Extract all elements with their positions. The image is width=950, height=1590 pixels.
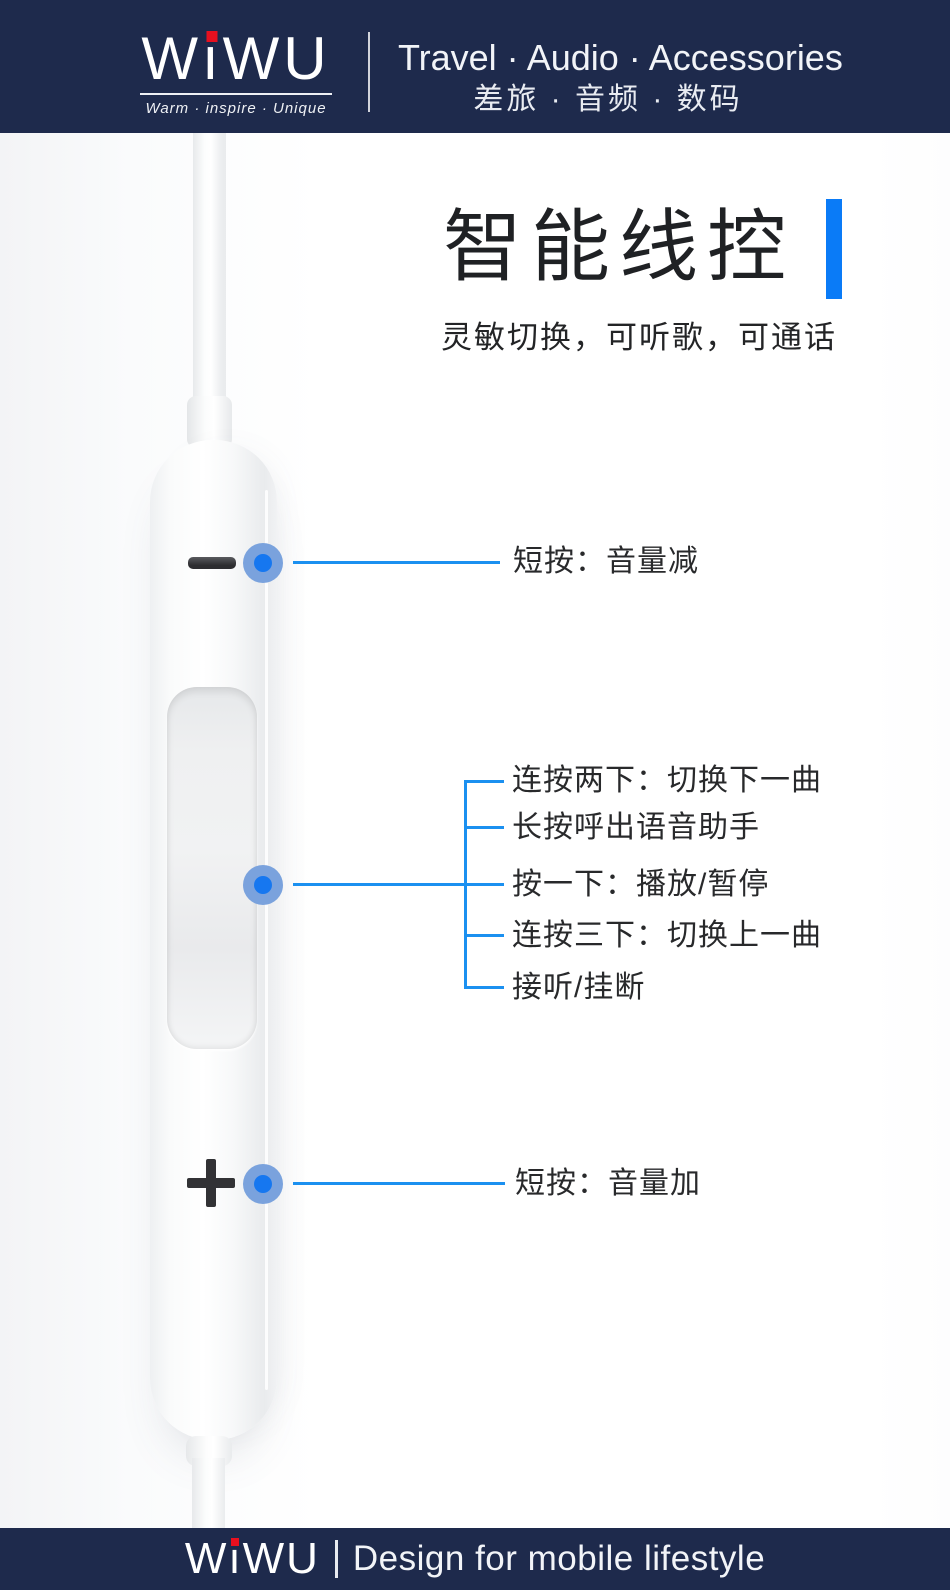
callout-branch (464, 780, 504, 783)
logo-tagline: Warm · inspire · Unique (145, 100, 327, 117)
callout-branch (464, 934, 504, 937)
brand-logo: W ı WU Warm · inspire · Unique (140, 28, 332, 117)
minus-icon (188, 557, 236, 569)
callout-branch (464, 986, 504, 989)
callout-label-single-press: 按一下：播放/暂停 (512, 868, 770, 901)
callout-label-double-press: 连按两下：切换下一曲 (512, 764, 822, 797)
page-title: 智能线控 (443, 202, 795, 291)
logo-underline (140, 93, 332, 95)
footer-divider (334, 1540, 338, 1578)
footer-slogan: Design for mobile lifestyle (352, 1539, 766, 1578)
callout-dot-volume-down (243, 543, 283, 583)
callout-label-answer-hangup: 接听/挂断 (512, 971, 646, 1004)
plus-icon (187, 1159, 235, 1207)
brand-logo-text: W ı WU (140, 28, 332, 90)
callout-dot-volume-up (243, 1164, 283, 1204)
logo-red-dot-icon (231, 1538, 240, 1546)
callout-label-volume-up: 短按：音量加 (515, 1167, 701, 1200)
callout-branch (464, 826, 504, 829)
callout-line-volume-down (293, 561, 500, 564)
plus-icon-bar (206, 1159, 216, 1207)
header-banner: W ı WU Warm · inspire · Unique Travel · … (0, 0, 950, 133)
callout-branch (464, 883, 504, 886)
callout-label-long-press: 长按呼出语音助手 (512, 811, 760, 844)
logo-letter-i: ı (202, 25, 223, 92)
page-subtitle: 灵敏切换，可听歌，可通话 (441, 320, 837, 355)
logo-red-dot-icon (206, 31, 218, 42)
center-button (167, 687, 257, 1049)
title-accent-bar (826, 199, 842, 299)
callout-dot-center (243, 865, 283, 905)
cable-strain-relief-top (187, 396, 232, 448)
header-category: Travel · Audio · Accessories 差旅 · 音频 · 数… (398, 0, 843, 133)
earphone-cable-top (193, 133, 226, 401)
header-divider (368, 32, 370, 112)
footer-banner: W ı WU Design for mobile lifestyle (0, 1528, 950, 1590)
callout-label-triple-press: 连按三下：切换上一曲 (512, 919, 822, 952)
logo-letter: WU (222, 25, 331, 92)
header-category-en: Travel · Audio · Accessories (398, 37, 843, 78)
header-category-cn: 差旅 · 音频 · 数码 (473, 83, 743, 116)
callout-line-volume-up (293, 1182, 505, 1185)
earphone-cable-bottom (192, 1458, 225, 1530)
logo-letter: W (141, 25, 202, 92)
footer-logo: W ı WU (184, 1534, 320, 1583)
callout-line-center (293, 883, 466, 886)
footer-logo-letter-i: ı (228, 1534, 243, 1583)
callout-label-volume-down: 短按：音量减 (513, 545, 699, 578)
